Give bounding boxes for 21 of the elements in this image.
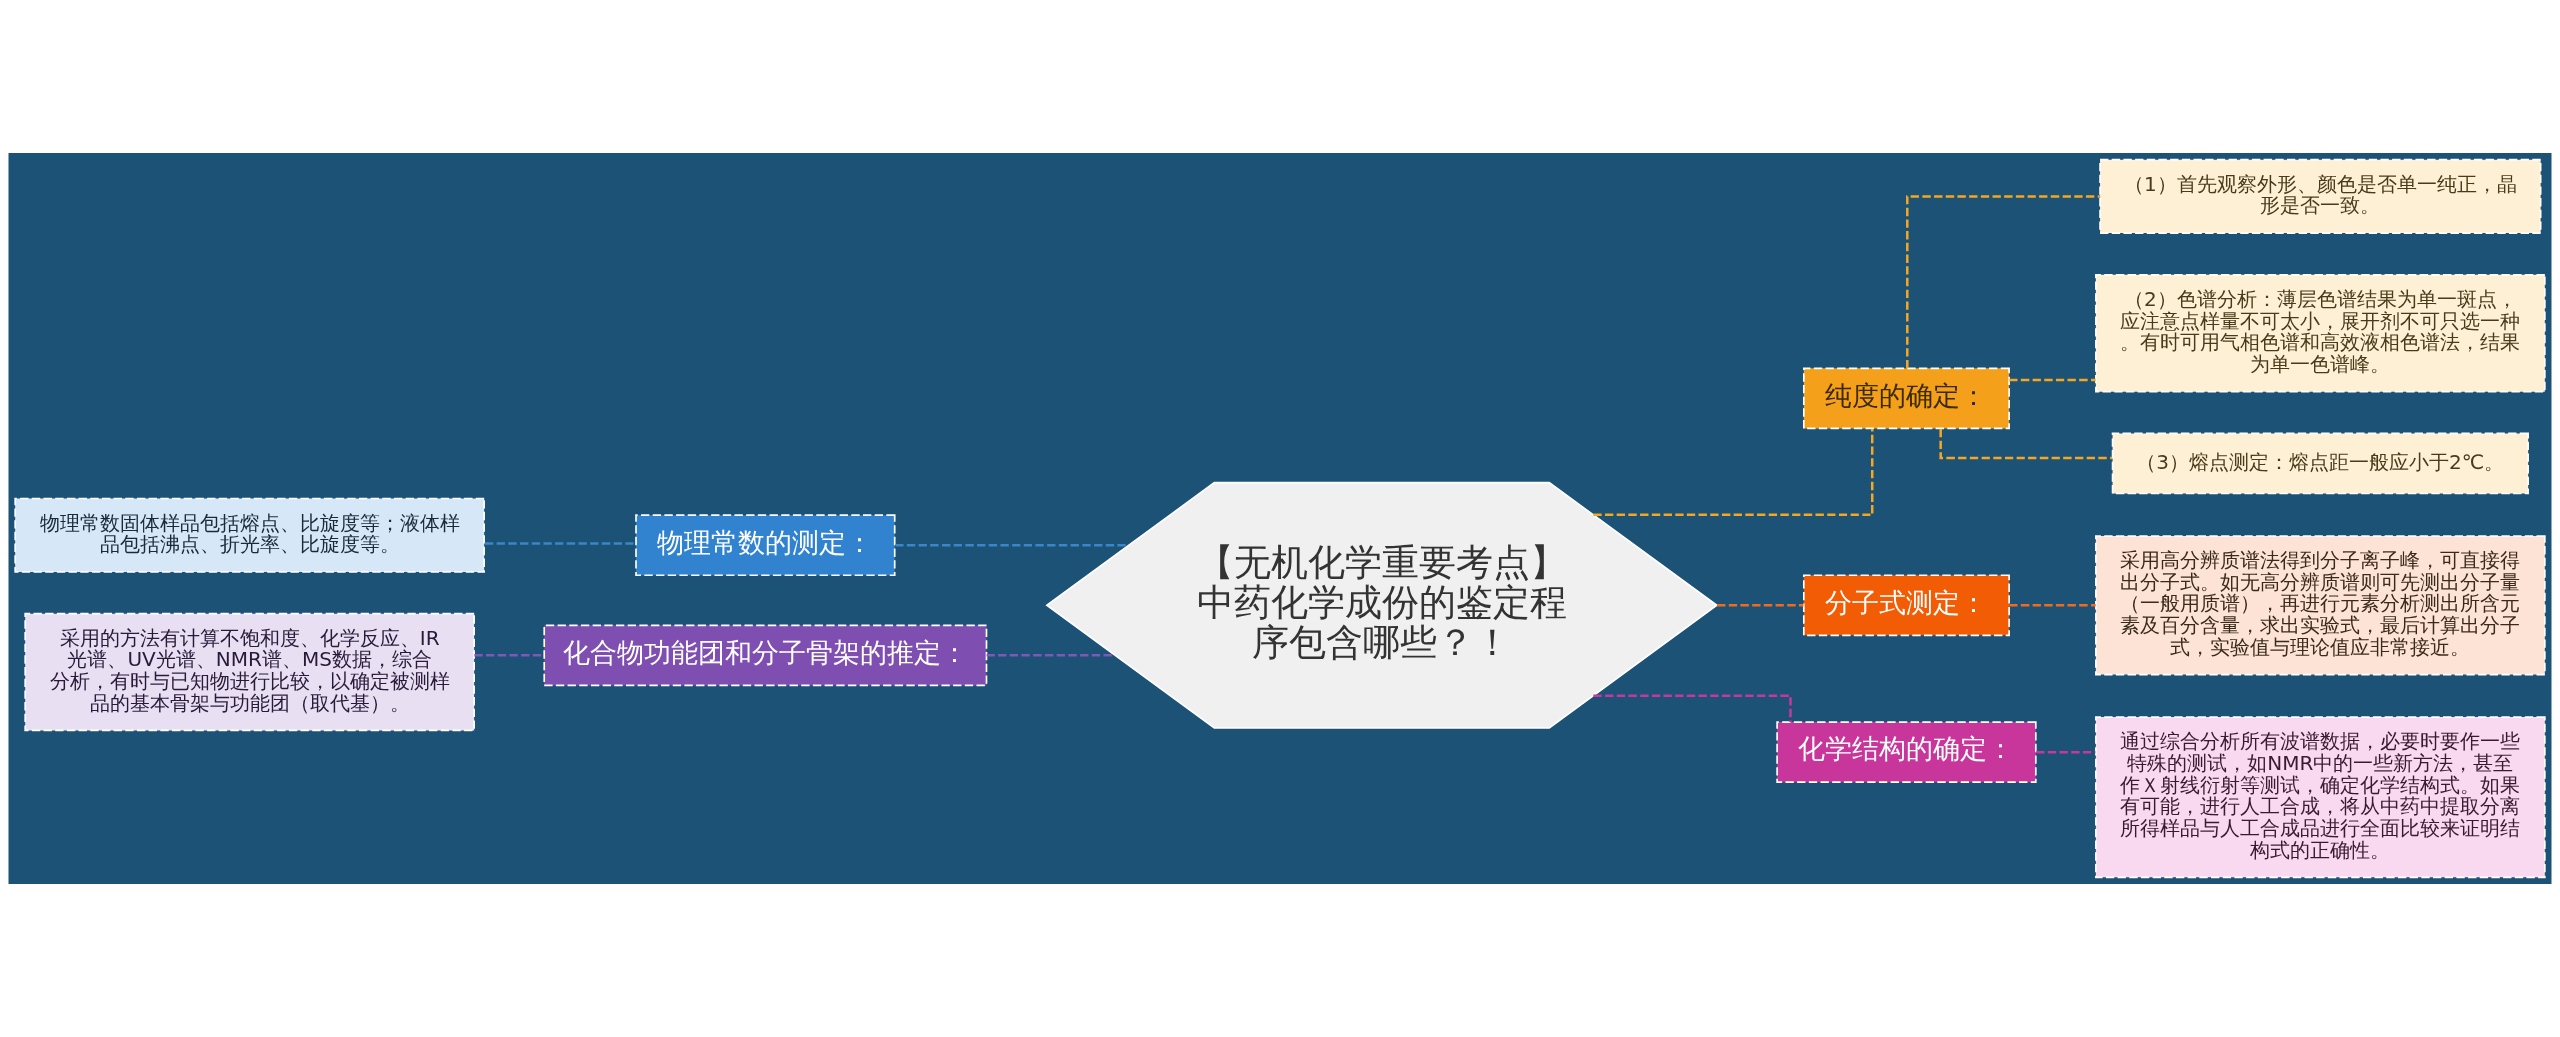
connector (1593, 428, 1874, 516)
connector (484, 542, 636, 545)
node-box: 采用高分辨质谱法得到分子离子峰，可直接得出分子式。如无高分辨质谱则可先测出分子量（一般用质谱），再进行元素分析测出所含元素及百分含量，求出实验式，最后计算出分子式，实验值与理论值应非常接近。 (2095, 535, 2546, 676)
node-box: （2）色谱分析：薄层色谱结果为单一斑点，应注意点样量不可太小，展开剂不可只选一种。有时可用气相色谱和高效液相色谱法，结果为单一色谱峰。 (2095, 274, 2546, 393)
connector (2009, 378, 2096, 382)
node-box: 物理常数的测定： (635, 514, 896, 577)
connector (1906, 195, 2100, 369)
node-box: 化合物功能团和分子骨架的推定： (543, 624, 988, 687)
node-box: 物理常数固体样品包括熔点、比旋度等；液体样品包括沸点、折光率、比旋度等。 (14, 497, 485, 573)
node-box: 分子式测定： (1803, 574, 2010, 637)
node-box: （1）首先观察外形、颜色是否单一纯正，晶形是否一致。 (2099, 158, 2542, 234)
node-box: 化学结构的确定： (1776, 721, 2037, 784)
connector (1717, 604, 1804, 607)
connector (474, 654, 544, 657)
node-box: 纯度的确定： (1803, 367, 2010, 430)
connector (895, 543, 1129, 547)
node-box: 通过综合分析所有波谱数据，必要时要作一些特殊的测试，如NMR中的一些新方法，甚至作Ｘ射线衍射等测试，确定化学结构式。如果有可能，进行人工合成，将从中药中提取分离所得样品与人工合成品进行全面比较来证明结构式的正确性。 (2095, 716, 2546, 879)
node-box: 采用的方法有计算不饱和度、化学反应、IR光谱、UV光谱、NMR谱、MS数据，综合分析，有时与已知物进行比较，以确定被测样品的基本骨架与功能团（取代基）。 (24, 612, 475, 732)
connector (986, 654, 1115, 657)
connector (2009, 604, 2096, 607)
node-box: （3）熔点测定：熔点距一般应小于2℃。 (2111, 432, 2529, 495)
